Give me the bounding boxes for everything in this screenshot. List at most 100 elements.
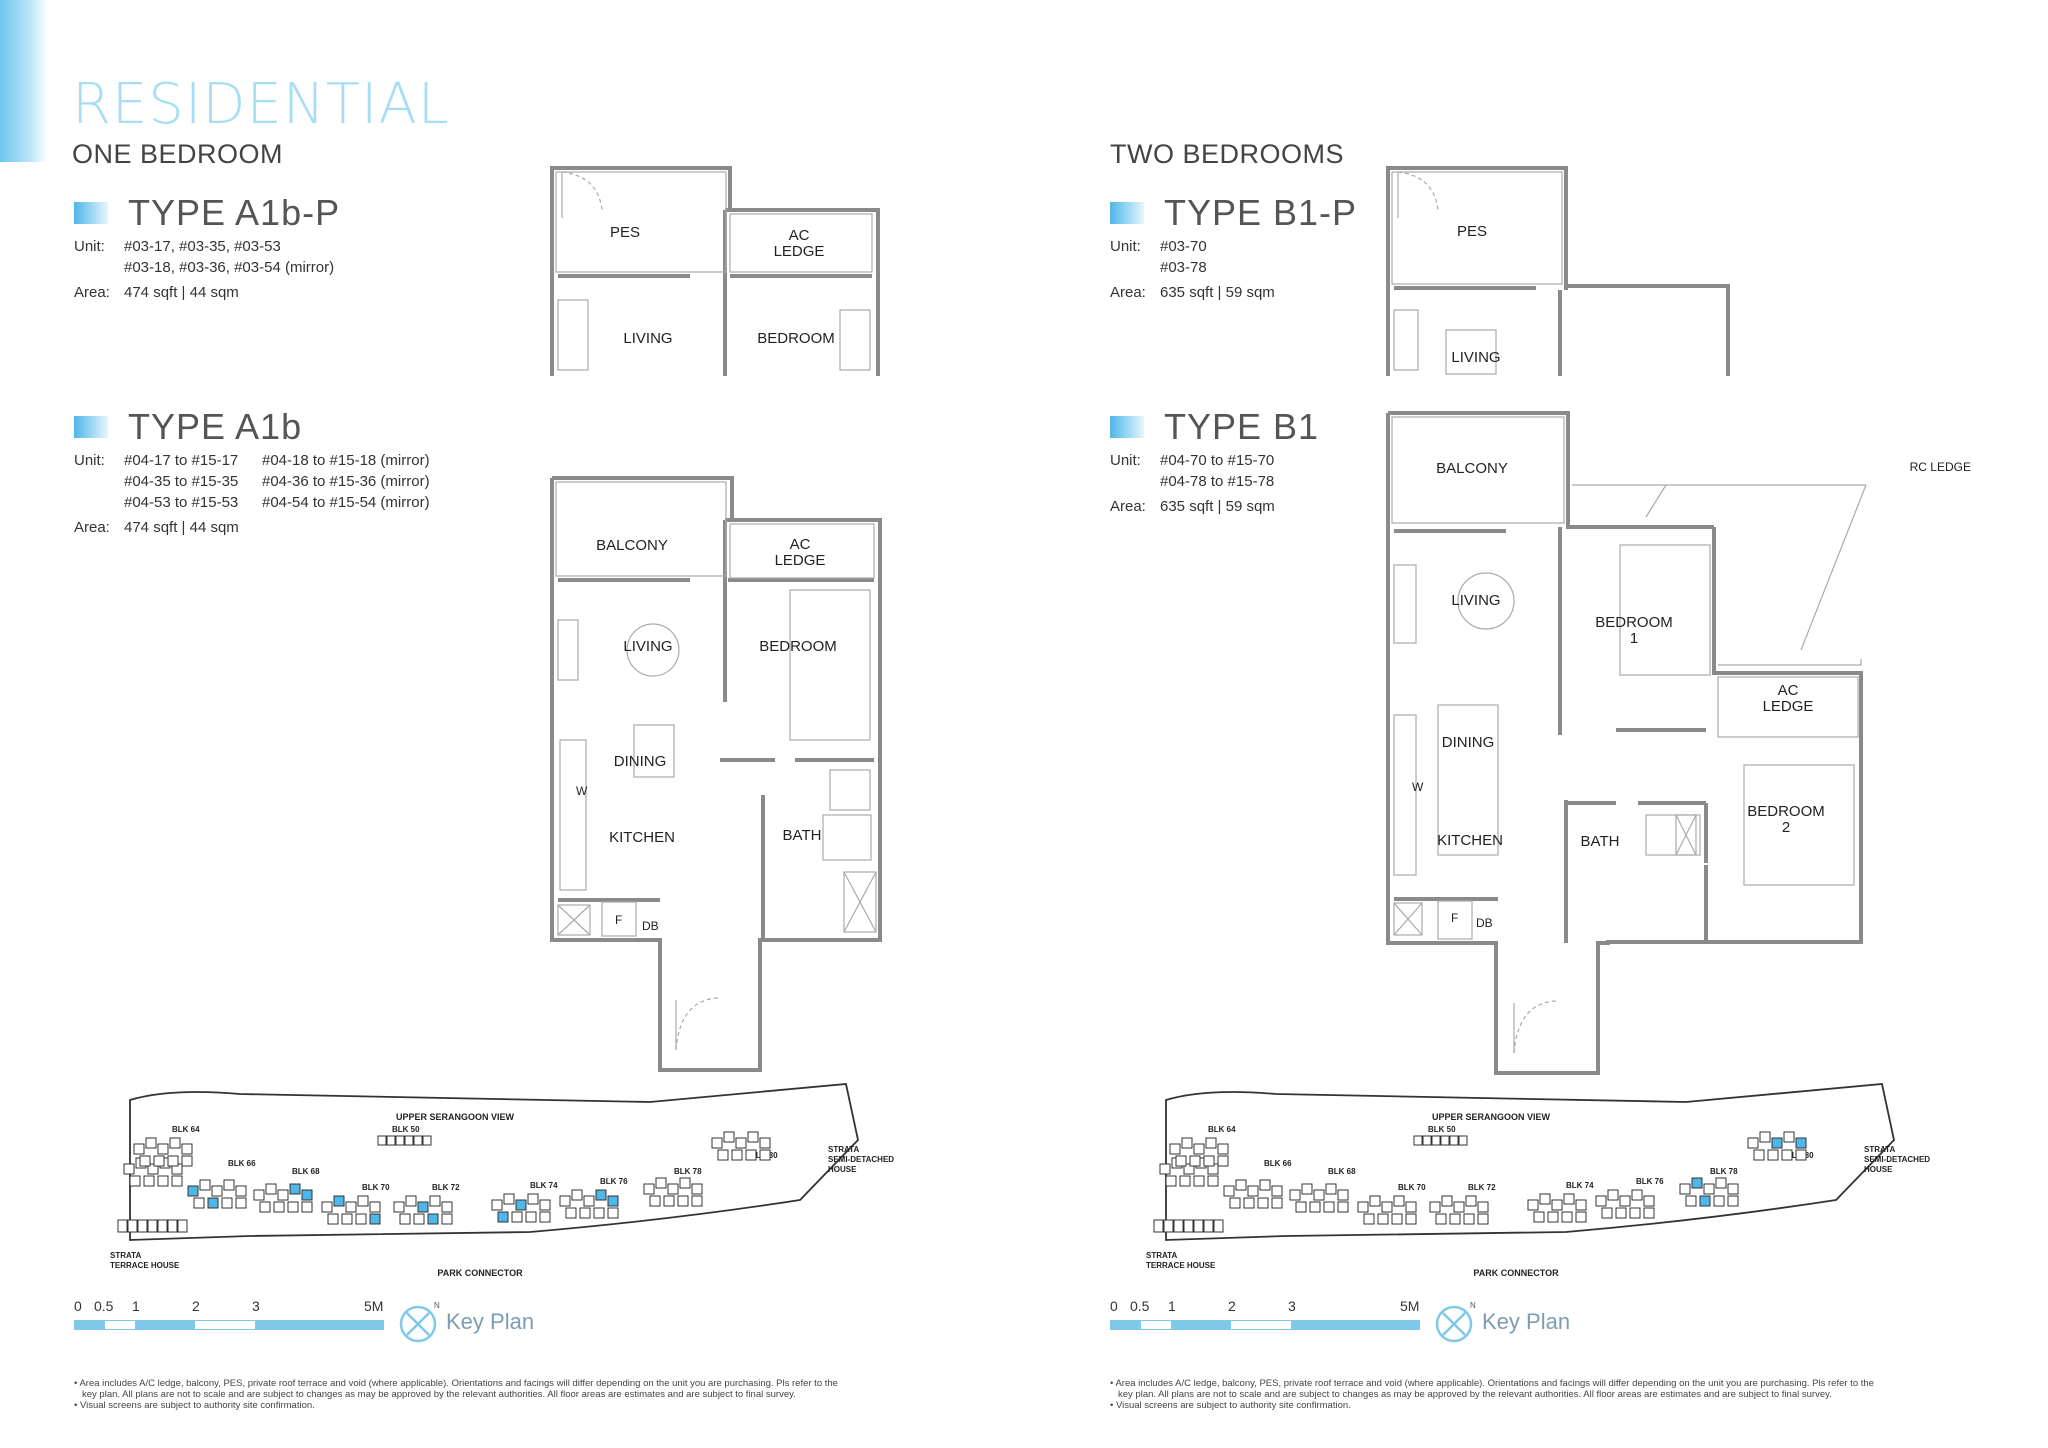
block-label: BLK 76 [600,1177,628,1186]
floor-plan-b1: BALCONY RC LEDGE LIVING BEDROOM 1 AC LED… [1386,411,1971,1075]
unit-block [1679,1183,1691,1195]
unit-block [1247,1185,1259,1197]
unit-block [677,1195,689,1207]
unit-block [143,1175,155,1187]
unit-block [1713,1195,1725,1207]
unit-block [404,1135,414,1146]
unit-block [273,1201,285,1213]
site-boundary [1165,1083,1895,1241]
unit-block [235,1197,247,1209]
scale-graduation [74,1320,384,1330]
block-label: BLK 78 [674,1167,702,1176]
unit-block [745,1149,757,1161]
unit-block [595,1189,607,1201]
unit-block [169,1137,181,1149]
type-a1b-block: TYPE A1b Unit: #04-17 to #15-17 #04-35 t… [74,406,430,538]
room-label-dining: DINING [1442,734,1495,751]
unit-block [1753,1149,1765,1161]
scale-tick: 0 [1110,1298,1118,1314]
unit-block [1193,1219,1204,1233]
scale-bar-left: 0 0.5 1 2 3 5M [74,1298,394,1330]
unit-block [667,1183,679,1195]
unit-block [199,1179,211,1191]
type-a1b-p-block: TYPE A1b-P Unit:#03-17, #03-35, #03-53 #… [74,192,340,303]
block-cluster [711,1131,771,1161]
type-name: TYPE A1b [128,406,303,447]
unit-block [1179,1175,1191,1187]
unit-block [515,1199,527,1211]
unit-block [1547,1211,1559,1223]
section-title-two-bedrooms: TWO BEDROOMS [1110,139,1344,169]
strata-semi-label: STRATA [828,1145,859,1154]
area-value: 635 sqft | 59 sqm [1160,498,1275,515]
unit-block [747,1131,759,1143]
unit-block [1169,1143,1181,1155]
road-label-top: UPPER SERANGOON VIEW [396,1112,515,1122]
unit-block [193,1197,205,1209]
unit-block [1619,1195,1631,1207]
unit-block [1631,1189,1643,1201]
room-label-bath: BATH [783,827,822,844]
unit-block [1159,1163,1171,1175]
block-cluster [1747,1131,1807,1161]
block-label: BLK 64 [172,1125,200,1134]
area-value: 474 sqft | 44 sqm [124,519,239,536]
block-label: BLK 78 [1710,1167,1738,1176]
unit-block [1243,1197,1255,1209]
unit-block [1463,1213,1475,1225]
unit-block [235,1185,247,1197]
unit-block [1271,1197,1283,1209]
unit-block [1563,1193,1575,1205]
room-label-w: W [576,784,588,798]
unit-block [691,1195,703,1207]
strata-semi-label: HOUSE [1864,1165,1893,1174]
block-label: BLK 72 [1468,1183,1496,1192]
unit-block [1533,1211,1545,1223]
unit-block [1203,1219,1214,1233]
room-label-f: F [1451,911,1458,925]
room-label-bedroom: BEDROOM [757,330,835,347]
unit-block [503,1193,515,1205]
unit-block [1223,1185,1235,1197]
area-value: 474 sqft | 44 sqm [124,284,239,301]
room-label-dining: DINING [614,753,667,770]
unit-block [1767,1149,1779,1161]
road-label-bottom: PARK CONNECTOR [437,1268,523,1278]
strata-terrace-label: STRATA [1146,1251,1177,1260]
block-cluster [1169,1137,1229,1167]
footnote: • Visual screens are subject to authorit… [1110,1400,1351,1411]
floor-plan-b1-p: PES LIVING [1386,166,1730,376]
block-label: BLK 76 [1636,1177,1664,1186]
road-label-bottom: PARK CONNECTOR [1473,1268,1559,1278]
unit-block [525,1211,537,1223]
block-cluster [1223,1179,1283,1209]
unit-block [1527,1199,1539,1211]
unit-block [1449,1135,1459,1146]
unit-block [405,1195,417,1207]
strata-terrace-label: STRATA [110,1251,141,1260]
unit-block [1153,1219,1164,1233]
unit-block [211,1185,223,1197]
scale-tick: 3 [252,1298,260,1314]
unit-block [1783,1131,1795,1143]
unit-block [1727,1195,1739,1207]
unit-block [1405,1201,1417,1213]
unit-block [711,1137,723,1149]
strata-terrace-label: TERRACE HOUSE [110,1261,180,1270]
compass-icon: N [399,1301,440,1343]
block-label: BLK 70 [1398,1183,1426,1192]
block-cluster [253,1183,313,1213]
unit-block [593,1207,605,1219]
north-label: N [434,1301,440,1310]
scale-tick: 0.5 [94,1298,114,1314]
room-label-f: F [615,913,622,927]
unit-block [386,1135,396,1146]
block-label: BLK 74 [530,1181,558,1190]
unit-block [1381,1201,1393,1213]
room-label-ac: AC [790,536,811,553]
room-label-ledge: LEDGE [775,552,826,569]
unit-block [429,1195,441,1207]
floor-plan-a1b-p: PES AC LEDGE LIVING BEDROOM [550,166,880,376]
unit-block [369,1201,381,1213]
unit-block [559,1195,571,1207]
